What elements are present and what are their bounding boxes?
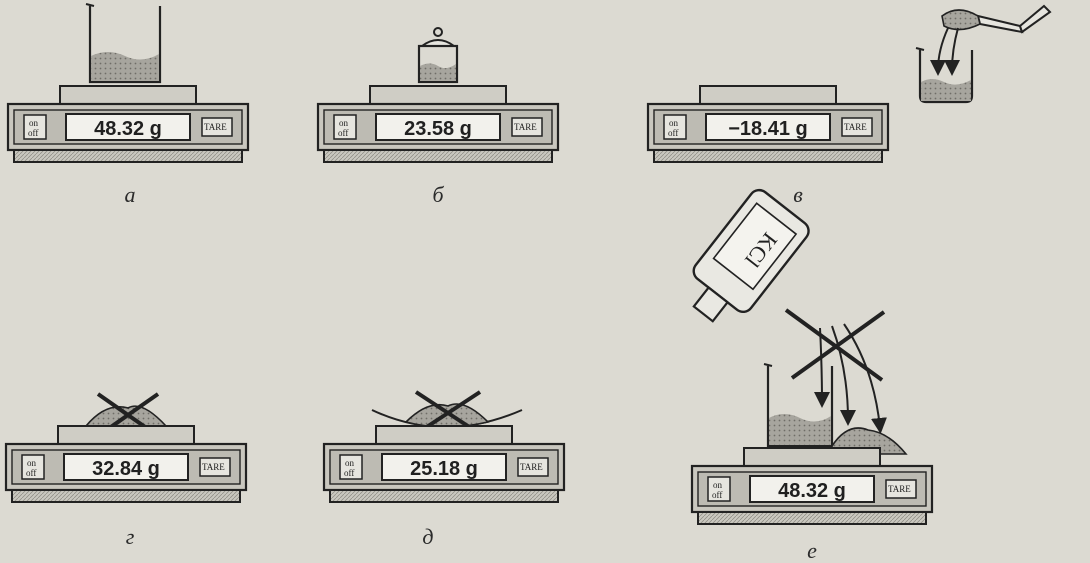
- tare-button-label: TARE: [888, 484, 911, 494]
- panel-caption: д: [422, 524, 433, 549]
- bottle-icon: KCl: [692, 188, 810, 323]
- panel-b: on off TARE 23.58 g б: [316, 27, 560, 207]
- panel-f: KCl on off TARE 48.32 g е: [690, 188, 934, 563]
- off-button-label: off: [668, 128, 678, 138]
- display-reading: −18.41 g: [728, 118, 808, 140]
- panel-caption: е: [807, 538, 817, 563]
- tare-button-label: TARE: [202, 462, 225, 472]
- panel-caption: в: [793, 182, 803, 207]
- panel-e: on off TARE 25.18 g д: [322, 390, 566, 549]
- display-reading: 23.58 g: [404, 118, 472, 140]
- panel-caption: г: [126, 524, 135, 549]
- beaker-icon: [763, 363, 834, 448]
- panel-a: on off TARE 48.32 g а: [6, 3, 250, 207]
- tare-button-label: TARE: [844, 122, 867, 132]
- spatula-icon: [941, 4, 1052, 34]
- pour-arrow: [831, 325, 856, 426]
- tare-button-label: TARE: [204, 122, 227, 132]
- weighing-bottle-icon: [417, 27, 459, 84]
- off-button-label: off: [26, 468, 36, 478]
- pour-arrow: [944, 27, 961, 76]
- beaker-icon: [915, 47, 974, 104]
- tare-button-label: TARE: [514, 122, 537, 132]
- tare-button-label: TARE: [520, 462, 543, 472]
- panel-caption: б: [432, 182, 444, 207]
- on-button-label: on: [345, 458, 355, 468]
- panel-caption: а: [125, 182, 136, 207]
- display-reading: 25.18 g: [410, 458, 478, 480]
- beaker-icon: [85, 3, 162, 84]
- on-button-label: on: [29, 118, 39, 128]
- panel-d: on off TARE 32.84 g г: [4, 392, 248, 549]
- off-button-label: off: [344, 468, 354, 478]
- cross-mark: [784, 308, 886, 382]
- on-button-label: on: [339, 118, 349, 128]
- display-reading: 48.32 g: [778, 480, 846, 502]
- on-button-label: on: [27, 458, 37, 468]
- pour-arrow: [813, 327, 830, 408]
- pour-arrow: [930, 27, 949, 76]
- on-button-label: on: [669, 118, 679, 128]
- panel-c: on off TARE −18.41 g в: [646, 4, 1052, 207]
- display-reading: 48.32 g: [94, 118, 162, 140]
- on-button-label: on: [713, 480, 723, 490]
- display-reading: 32.84 g: [92, 458, 160, 480]
- off-button-label: off: [712, 490, 722, 500]
- off-button-label: off: [28, 128, 38, 138]
- off-button-label: off: [338, 128, 348, 138]
